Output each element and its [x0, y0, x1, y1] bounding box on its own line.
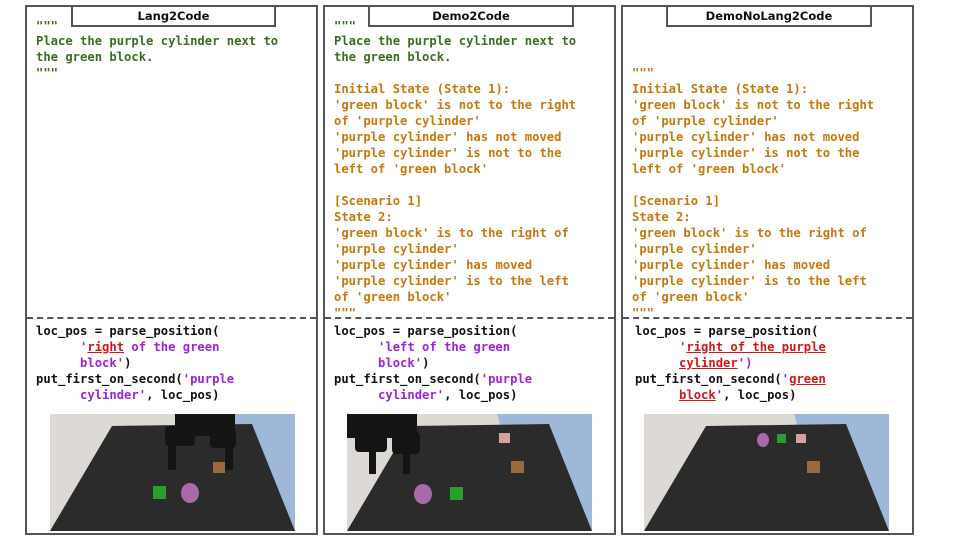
state-line: 'purple cylinder' has not moved	[632, 130, 860, 144]
code-line-4-rest: , loc_pos)	[723, 388, 797, 402]
panel-demonolang2code: DemoNoLang2Code """ Initial State (State…	[621, 5, 914, 535]
code-line-3: put_first_on_second(	[635, 372, 782, 386]
robot-scene-image	[644, 414, 889, 531]
state-line: 'green block' is to the right of	[334, 226, 569, 240]
section-divider	[623, 317, 912, 319]
panel-lang2code: Lang2Code """ Place the purple cylinder …	[25, 5, 318, 535]
docstring-close: """	[334, 306, 357, 320]
instruction-line-1: Place the purple cylinder next to	[334, 34, 577, 48]
arg-quote: '	[679, 340, 687, 354]
arg-rest: of the green	[124, 340, 220, 354]
state-line: 'purple cylinder' is to the left	[632, 274, 867, 288]
code-line-3: put_first_on_second(	[334, 372, 481, 386]
robot-gripper	[347, 414, 420, 474]
code-block: loc_pos = parse_position( 'right of the …	[635, 323, 826, 403]
purple-cylinder	[757, 433, 769, 447]
state-line: left of 'green block'	[632, 162, 787, 176]
robot-scene-image	[347, 414, 592, 531]
arg-line-2: block'	[378, 356, 423, 370]
object-arg-2: cylinder'	[378, 388, 445, 402]
section-divider	[325, 317, 614, 319]
instruction-line-1: Place the purple cylinder next to	[36, 34, 279, 48]
state-line: State 2:	[632, 210, 691, 224]
arg-error-word: right	[87, 340, 125, 354]
code-block: loc_pos = parse_position( 'right of the …	[36, 323, 234, 403]
arg-close: ')	[737, 356, 753, 370]
arg-close: )	[422, 356, 430, 370]
state-line: of 'purple cylinder'	[632, 114, 779, 128]
state-line: [Scenario 1]	[632, 194, 721, 208]
state-line: of 'green block'	[334, 290, 452, 304]
state-line: 'green block' is to the right of	[632, 226, 867, 240]
code-line-4-rest: , loc_pos)	[444, 388, 518, 402]
instruction-line-2: the green block.	[36, 50, 154, 64]
code-line-1: loc_pos = parse_position(	[36, 324, 220, 338]
arg-quote: '	[80, 340, 88, 354]
code-line-3: put_first_on_second(	[36, 372, 183, 386]
pink-block	[499, 433, 510, 443]
state-block: Initial State (State 1): 'green block' i…	[632, 81, 874, 305]
pink-block	[796, 434, 806, 443]
arg-close: )	[124, 356, 132, 370]
docstring-open: """	[334, 19, 357, 33]
instruction-line-2: the green block.	[334, 50, 452, 64]
green-block	[777, 434, 786, 443]
arg-line-1: 'left of the green	[378, 340, 511, 354]
object-quote: '	[781, 372, 790, 386]
code-line-1: loc_pos = parse_position(	[635, 324, 819, 338]
state-line: 'purple cylinder'	[334, 242, 459, 256]
panel-title: Demo2Code	[368, 7, 574, 27]
state-line: 'purple cylinder' has moved	[632, 258, 831, 272]
green-block	[153, 486, 166, 499]
docstring-close: """	[36, 66, 59, 80]
code-line-4-rest: , loc_pos)	[146, 388, 220, 402]
state-line: 'purple cylinder' is not to the	[334, 146, 562, 160]
code-block: loc_pos = parse_position( 'left of the g…	[334, 323, 532, 403]
object-error-word: green	[789, 372, 826, 386]
object-quote-close: '	[715, 388, 724, 402]
panel-title: Lang2Code	[71, 7, 276, 27]
robot-gripper	[165, 414, 236, 470]
section-divider	[27, 317, 316, 319]
state-line: of 'green block'	[632, 290, 750, 304]
state-line: 'purple cylinder'	[632, 242, 757, 256]
purple-cylinder	[414, 484, 432, 504]
robot-scene-image	[50, 414, 295, 531]
state-line: 'purple cylinder' has moved	[334, 258, 533, 272]
state-line: 'green block' is not to the right	[334, 98, 577, 112]
state-line: left of 'green block'	[334, 162, 489, 176]
state-line: 'purple cylinder' is to the left	[334, 274, 569, 288]
docstring-open: """	[36, 19, 59, 33]
object-error-word-2: block	[679, 388, 716, 402]
code-line-1: loc_pos = parse_position(	[334, 324, 518, 338]
state-line: [Scenario 1]	[334, 194, 423, 208]
docstring-open: """	[632, 66, 655, 80]
purple-cylinder	[181, 483, 199, 503]
state-block: Initial State (State 1): 'green block' i…	[334, 81, 576, 305]
brown-block	[213, 462, 225, 473]
brown-block	[511, 461, 524, 473]
arg-line-2: block'	[80, 356, 125, 370]
green-block	[450, 487, 463, 500]
arg-error-text: right of the purple	[686, 340, 826, 354]
state-line: 'purple cylinder' is not to the	[632, 146, 860, 160]
state-line: 'purple cylinder' has not moved	[334, 130, 562, 144]
state-line: Initial State (State 1):	[632, 82, 809, 96]
panel-title: DemoNoLang2Code	[666, 7, 872, 27]
panel-demo2code: Demo2Code """ Place the purple cylinder …	[323, 5, 616, 535]
state-line: 'green block' is not to the right	[632, 98, 875, 112]
object-arg-2: cylinder'	[80, 388, 147, 402]
arg-error-text-2: cylinder	[679, 356, 738, 370]
state-line: State 2:	[334, 210, 393, 224]
object-arg: 'purple	[182, 372, 235, 386]
state-line: Initial State (State 1):	[334, 82, 511, 96]
state-line: of 'purple cylinder'	[334, 114, 481, 128]
brown-block	[807, 461, 820, 473]
object-arg: 'purple	[480, 372, 533, 386]
docstring-close: """	[632, 306, 655, 320]
